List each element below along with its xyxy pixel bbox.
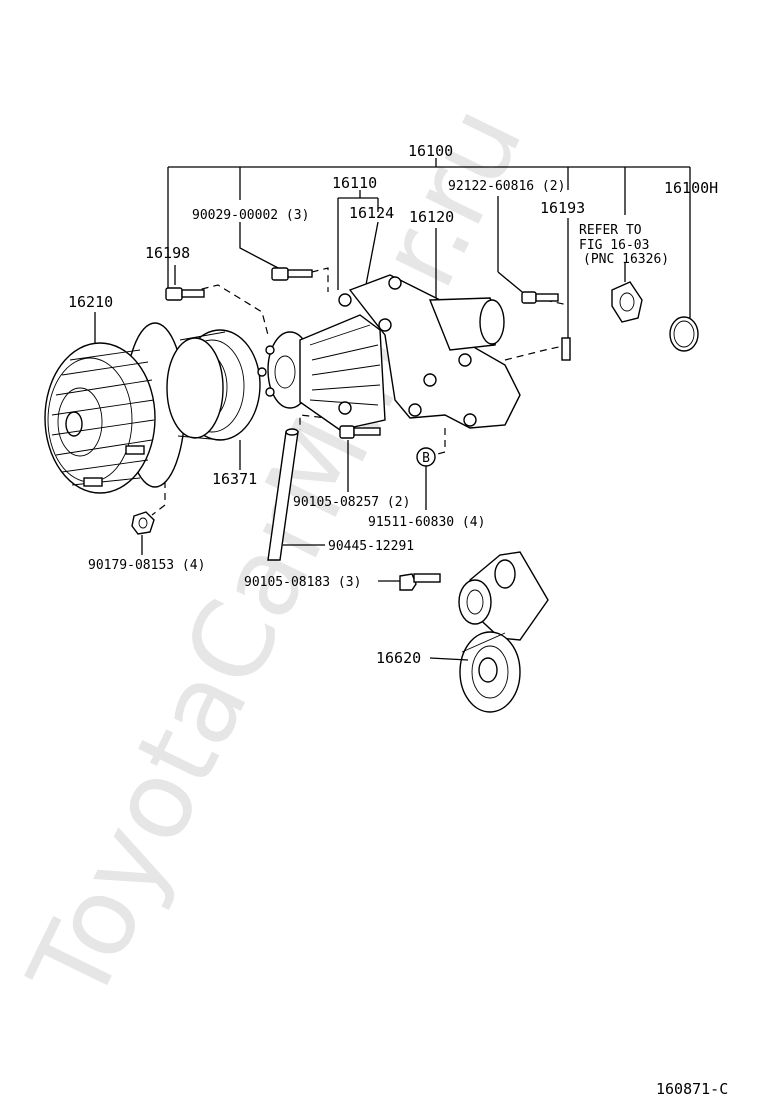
water-pump-part bbox=[257, 293, 386, 431]
bolt-90029-part bbox=[271, 267, 313, 281]
callout-o-ring: 16100H bbox=[664, 179, 718, 197]
callout-stud-16124: 16124 bbox=[349, 204, 394, 222]
callout-bolt-90105-08257: 90105-08257 (2) bbox=[293, 495, 410, 510]
callout-bolt-92122: 92122-60816 (2) bbox=[448, 179, 565, 194]
stud-16193-part bbox=[561, 337, 571, 361]
pulley-part bbox=[166, 329, 261, 441]
o-ring-part bbox=[669, 316, 699, 352]
refer-line-2: FIG 16-03 bbox=[579, 238, 649, 253]
callout-housing: 16120 bbox=[409, 208, 454, 226]
callout-pipe: 90445-12291 bbox=[328, 539, 414, 554]
circle-b-label: B bbox=[422, 451, 430, 466]
pump-housing-part bbox=[348, 274, 521, 429]
callout-assembly: 16100 bbox=[408, 142, 453, 160]
gasket-part bbox=[611, 281, 643, 323]
pipe-part bbox=[267, 428, 299, 561]
fan-coupling-part bbox=[44, 322, 186, 494]
callout-bolt-16198: 16198 bbox=[145, 244, 190, 262]
figure-id: 160871-C bbox=[656, 1080, 728, 1098]
callout-stud-91511: 91511-60830 (4) bbox=[368, 515, 485, 530]
callout-bolt-90029: 90029-00002 (3) bbox=[192, 208, 309, 223]
pump-bracket-lines bbox=[337, 190, 626, 345]
bolt-16198-part bbox=[165, 287, 205, 301]
callout-water-pump: 16110 bbox=[332, 174, 377, 192]
bolt-90105-08257-part bbox=[339, 425, 381, 439]
callout-fan-coupling: 16210 bbox=[68, 293, 113, 311]
assembly-bracket-lines bbox=[167, 158, 691, 318]
refer-line-1: REFER TO bbox=[579, 223, 642, 238]
idler-pulley-part bbox=[458, 551, 549, 713]
bolt-90105-08183-part bbox=[399, 573, 441, 591]
callout-bolt-90105-08183: 90105-08183 (3) bbox=[244, 575, 361, 590]
callout-pulley: 16371 bbox=[212, 470, 257, 488]
callout-stud-16193: 16193 bbox=[540, 199, 585, 217]
callout-nut-90179: 90179-08153 (4) bbox=[88, 558, 205, 573]
nut-90179-part bbox=[131, 511, 155, 535]
bolt-92122-part bbox=[521, 291, 559, 304]
refer-line-3: (PNC 16326) bbox=[583, 252, 669, 267]
callout-idler: 16620 bbox=[376, 649, 421, 667]
